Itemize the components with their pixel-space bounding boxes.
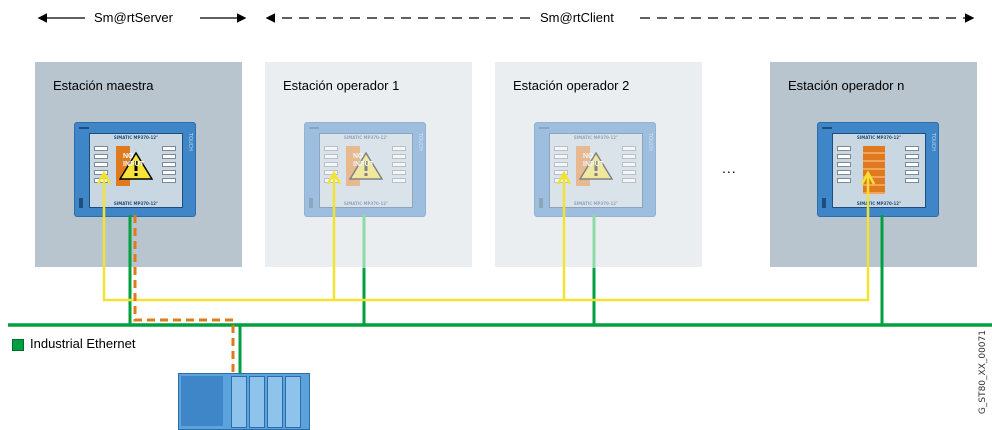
hmi-panel-operator-1: SIMATIC MP370-12" SIMATIC MP370-12" NO I… [304,122,426,217]
panel-model-label: SIMATIC MP370-12" [856,135,902,140]
panel-model-label: SIMATIC MP370-12" [343,135,389,140]
legend-swatch-ethernet [12,339,24,351]
plc-rack [178,373,310,430]
hmi-panel-operator-n: SIMATIC MP370-12" SIMATIC MP370-12" TOUC… [817,122,939,217]
plc-module [231,376,247,428]
station-operator-2-label: Estación operador 2 [513,78,630,93]
plc-module [267,376,283,428]
panel-model-label-bottom: SIMATIC MP370-12" [856,201,902,206]
ellipsis: ... [722,160,737,176]
touch-label: TOUCH [417,133,423,151]
station-operator-1-label: Estación operador 1 [283,78,400,93]
panel-model-label-bottom: SIMATIC MP370-12" [573,201,619,206]
station-master-label: Estación maestra [53,78,154,93]
plc-module [249,376,265,428]
plc-module [285,376,301,428]
smartclient-label: Sm@rtClient [536,10,618,25]
panel-model-label: SIMATIC MP370-12" [113,135,159,140]
panel-model-label-bottom: SIMATIC MP370-12" [343,201,389,206]
touch-label: TOUCH [647,133,653,151]
plc-cpu [181,376,223,426]
legend-label-ethernet: Industrial Ethernet [30,336,136,351]
panel-slot [79,127,89,129]
touch-label: TOUCH [187,133,193,151]
no-input-text: NO INPUT [583,153,604,168]
hmi-panel-master: SIMATIC MP370-12" SIMATIC MP370-12" NO I… [74,122,196,217]
hmi-panel-operator-2: SIMATIC MP370-12" SIMATIC MP370-12" NO I… [534,122,656,217]
panel-model-label-bottom: SIMATIC MP370-12" [113,201,159,206]
no-input-text: NO INPUT [353,153,374,168]
station-operator-n-label: Estación operador n [788,78,905,93]
document-id: G_ST80_XX_00071 [978,330,988,415]
panel-model-label: SIMATIC MP370-12" [573,135,619,140]
smartserver-label: Sm@rtServer [90,10,177,25]
no-input-text: NO INPUT [123,153,144,168]
header-arrows [37,13,975,23]
panel-led [79,198,83,208]
touch-label: TOUCH [930,133,936,151]
